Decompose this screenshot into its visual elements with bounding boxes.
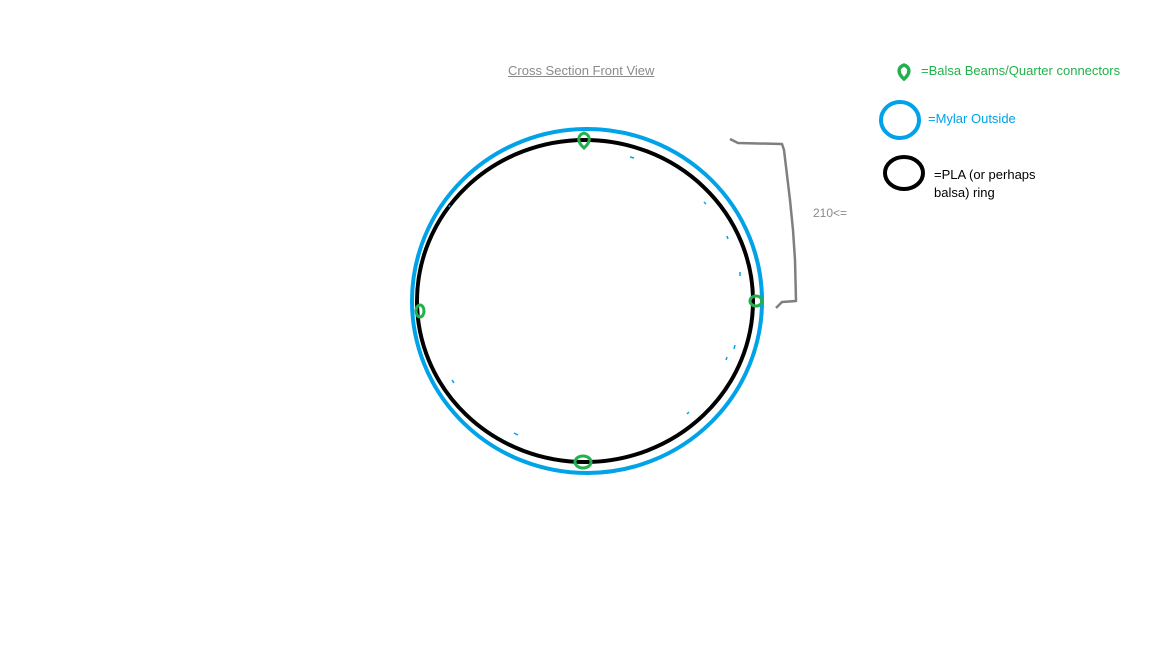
balsa-connector-bottom xyxy=(573,454,593,470)
balsa-connector-left xyxy=(414,303,426,319)
balsa-connector-top xyxy=(577,131,591,150)
dimension-label: 210<= xyxy=(813,206,848,220)
legend-mylar-ring-icon xyxy=(879,100,921,140)
legend-mylar-label: =Mylar Outside xyxy=(928,111,1016,126)
mylar-outer-ring xyxy=(410,127,764,475)
legend-pla-label: =PLA (or perhaps balsa) ring xyxy=(934,167,1036,200)
legend-pla-ring-icon xyxy=(883,155,925,191)
stray-blue-marks xyxy=(448,156,741,436)
legend-balsa-symbol xyxy=(897,63,911,82)
dimension-bracket xyxy=(729,137,798,309)
diagram-title: Cross Section Front View xyxy=(508,63,655,78)
pla-inner-ring xyxy=(415,138,755,464)
legend-balsa-label: =Balsa Beams/Quarter connectors xyxy=(921,63,1121,78)
balsa-connector-right xyxy=(748,294,764,308)
